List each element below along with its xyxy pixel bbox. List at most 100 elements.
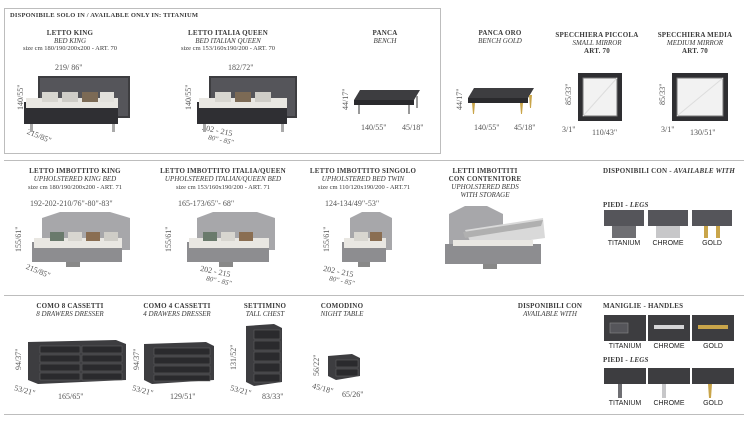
divider — [4, 160, 744, 161]
product-subtitle: BENCH GOLD — [478, 37, 522, 45]
swatch-label: TITANIUM — [607, 240, 641, 247]
leg-gold-swatch — [692, 368, 734, 398]
bench-gold-image — [468, 88, 534, 114]
product-title: LETTI IMBOTTITI — [452, 167, 518, 175]
dim-width: 65/26" — [342, 390, 364, 399]
product-spec: size cm 153/160x190/200 - ART. 70 — [180, 45, 276, 52]
dim-width: 130/51" — [690, 128, 716, 137]
dim-height: 85/33" — [564, 83, 573, 106]
handle-chrome-swatch — [648, 315, 690, 341]
product-subtitle: BED KING — [53, 37, 87, 45]
divider — [4, 295, 744, 296]
product-title: COMODINO — [320, 302, 364, 310]
handle-titanium-swatch — [604, 315, 646, 341]
dim-width: 182/72" — [228, 63, 254, 72]
dim-depth: 45/18" — [514, 123, 536, 132]
night-table-image — [328, 354, 360, 380]
dim-height: 155/61" — [14, 226, 23, 253]
product-title: LETTO IMBOTTITO SINGOLO — [309, 167, 417, 175]
product-title-2: CON CONTENITORE — [448, 175, 522, 183]
upholstered-twin-bed-image — [342, 212, 392, 267]
product-title: SPECCHIERA MEDIA — [657, 31, 733, 39]
product-subtitle: BED ITALIAN QUEEN — [195, 37, 261, 45]
product-title: PANCA — [372, 29, 398, 37]
dim-height: 85/33" — [658, 83, 667, 106]
product-subtitle: UPHOLSTERED BEDS — [451, 183, 519, 191]
dim-width: 110/43" — [592, 128, 618, 137]
dim-width: 192-202-210/76"-80"-83" — [30, 199, 113, 208]
leg-chrome-swatch — [648, 368, 690, 398]
available-with-title: DISPONIBILI CON — [517, 302, 583, 310]
dim-height: 155/61" — [322, 226, 331, 253]
product-subtitle: 4 DRAWERS DRESSER — [143, 310, 211, 318]
dim-depth: 3/1" — [562, 125, 576, 134]
product-subtitle: NIGHT TABLE — [320, 310, 364, 318]
product-spec: size cm 153/160x190/200 - ART. 71 — [175, 184, 271, 191]
legs-title: PIEDI - LEGS — [603, 356, 649, 364]
dim-depth: 45/18" — [402, 123, 424, 132]
product-subtitle: BENCH — [373, 37, 397, 45]
swatch-label: GOLD — [703, 343, 723, 350]
swatch-label: TITANIUM — [608, 343, 642, 350]
availability-note: DISPONIBILE SOLO IN / AVAILABLE ONLY IN:… — [10, 12, 199, 19]
product-spec: size cm 180/190/200x200 - ART. 71 — [27, 184, 123, 191]
tall-chest-image — [246, 324, 282, 386]
dim-height: 94/37" — [132, 348, 141, 371]
dim-width: 140/55" — [361, 123, 387, 132]
titanium-only-frame — [4, 8, 441, 154]
product-subtitle-2: WITH STORAGE — [460, 191, 510, 199]
dim-height: 44/17" — [455, 88, 464, 111]
product-subtitle: 8 DRAWERS DRESSER — [36, 310, 104, 318]
product-subtitle: UPHOLSTERED BED TWIN — [321, 175, 405, 183]
leg-chrome-swatch — [648, 210, 688, 238]
dim-height: 56/22" — [312, 354, 321, 377]
swatch-label: TITANIUM — [608, 400, 642, 407]
leg-gold-swatch — [692, 210, 732, 238]
dim-width: 140/55" — [474, 123, 500, 132]
available-with-title: DISPONIBILI CON - AVAILABLE WITH — [603, 167, 736, 175]
divider — [4, 414, 744, 415]
bench-image — [354, 90, 420, 114]
medium-mirror-image — [672, 73, 728, 121]
dim-width: 165-173/65"- 68" — [178, 199, 235, 208]
product-title: LETTO IMBOTTITO KING — [29, 167, 121, 175]
dim-width: 219/ 86" — [55, 63, 83, 72]
product-title: COMO 4 CASSETTI — [143, 302, 211, 310]
swatch-label: GOLD — [702, 240, 722, 247]
dim-height: 155/61" — [164, 226, 173, 253]
dresser-8-image — [28, 340, 126, 384]
upholstered-king-bed-image — [32, 212, 130, 267]
swatch-label: GOLD — [703, 400, 723, 407]
handle-gold-swatch — [692, 315, 734, 341]
dim-height: 131/52" — [229, 344, 238, 371]
dim-height: 44/17" — [341, 88, 350, 111]
product-title: LETTO ITALIA QUEEN — [188, 29, 268, 37]
dim-width: 129/51" — [170, 392, 196, 401]
product-art: ART. 70 — [584, 47, 610, 55]
product-title: PANCA ORO — [478, 29, 522, 37]
product-spec: size cm 110/120x190/200 - ART.71 — [317, 184, 411, 191]
dim-depth: 45/18" — [311, 381, 335, 396]
product-subtitle: UPHOLSTERED KING BED — [33, 175, 117, 183]
dim-height: 94/37" — [14, 348, 23, 371]
product-art: ART. 70 — [682, 47, 708, 55]
dim-width: 83/33" — [262, 392, 284, 401]
swatch-label: CHROME — [653, 400, 685, 407]
leg-titanium-swatch — [604, 368, 646, 398]
swatch-label: CHROME — [653, 343, 685, 350]
dim-width: 165/65" — [58, 392, 84, 401]
bed-king-image — [24, 76, 130, 132]
dresser-4-image — [144, 342, 214, 384]
product-subtitle: SMALL MIRROR — [572, 39, 622, 47]
legs-title: PIEDI - LEGS — [603, 201, 649, 209]
dim-width: 124-134/49"-53" — [325, 199, 380, 208]
small-mirror-image — [578, 73, 622, 121]
product-title: SETTIMINO — [243, 302, 287, 310]
product-subtitle: UPHOLSTERED ITALIAN/QUEEN BED — [164, 175, 282, 183]
available-with-subtitle: AVAILABLE WITH — [523, 310, 577, 318]
swatch-label: CHROME — [652, 240, 684, 247]
upholstered-queen-bed-image — [187, 212, 275, 267]
dim-height: 140/55" — [184, 84, 193, 111]
product-title: COMO 8 CASSETTI — [36, 302, 104, 310]
storage-bed-image — [445, 206, 545, 269]
